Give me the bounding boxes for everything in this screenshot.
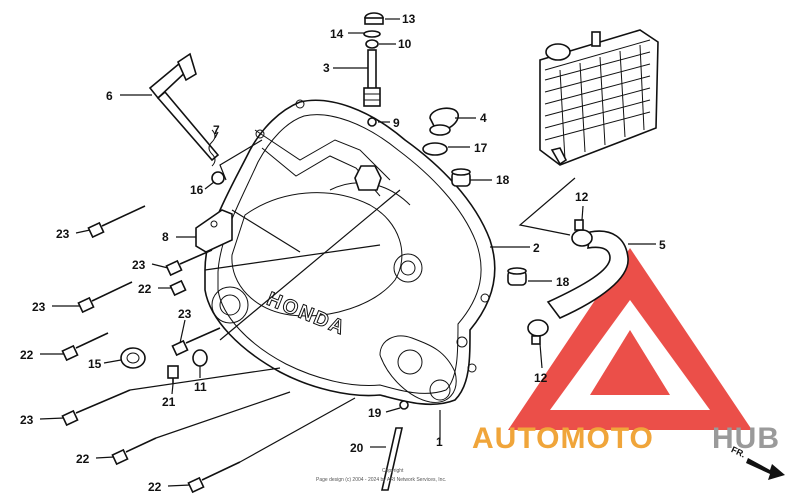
callout-23-a: 23 <box>56 227 70 241</box>
bolt-23-c-icon <box>77 281 133 314</box>
callout-12-upper: 12 <box>575 190 589 204</box>
collar-18-upper-icon <box>451 168 471 187</box>
clip-19-icon <box>399 400 409 410</box>
bolt-22-d-icon <box>187 461 241 494</box>
radiator <box>539 29 659 166</box>
clamp-12-lower-icon <box>527 319 549 345</box>
dowel-21-icon <box>167 365 179 384</box>
callout-21: 21 <box>162 395 176 409</box>
bolt-23-d-icon <box>171 327 221 357</box>
callout-7: 7 <box>213 123 220 137</box>
callout-22-d: 22 <box>148 480 162 494</box>
copyright-label: Copyright <box>382 468 404 474</box>
hose-5-icon <box>546 230 629 319</box>
callout-18-upper: 18 <box>496 173 510 187</box>
washer-14-icon <box>363 30 381 38</box>
bolt-22-a-icon <box>169 279 187 297</box>
callout-1: 1 <box>436 435 443 449</box>
callout-13: 13 <box>402 12 416 26</box>
copyright-notice: Page design (c) 2004 - 2024 by ARI Netwo… <box>316 477 446 483</box>
callout-23-e: 23 <box>20 413 34 427</box>
callout-8: 8 <box>162 230 169 244</box>
callout-23-d: 23 <box>178 307 192 321</box>
callout-23-c: 23 <box>32 300 46 314</box>
lever-6-icon <box>148 52 220 162</box>
callout-2: 2 <box>533 241 540 255</box>
callout-17: 17 <box>474 141 488 155</box>
crankcase-cover: HONDA <box>204 99 496 406</box>
callout-15: 15 <box>88 357 102 371</box>
collar-18-lower-icon <box>507 267 527 286</box>
shaft-3-icon <box>363 49 381 107</box>
bolt-22-c-icon <box>111 437 157 466</box>
leader-lines <box>39 18 656 487</box>
seal-15-icon <box>120 347 146 369</box>
bolt-23-a-icon <box>87 205 146 239</box>
watermark-text-automoto: AUTOMOTO <box>472 422 654 455</box>
cap-13-icon <box>364 12 384 25</box>
callout-18-lower: 18 <box>556 275 570 289</box>
bracket-8-icon <box>195 209 233 253</box>
callout-22-b: 22 <box>20 348 34 362</box>
callout-12-lower: 12 <box>534 371 548 385</box>
callout-3: 3 <box>323 61 330 75</box>
callout-4: 4 <box>480 111 487 125</box>
callout-10: 10 <box>398 37 412 51</box>
oring-10-icon <box>365 39 379 49</box>
bolt-23-e-icon <box>61 389 131 427</box>
callout-11: 11 <box>194 380 207 394</box>
nut-11-icon <box>192 349 208 367</box>
callout-14: 14 <box>330 27 344 41</box>
tube-20-icon <box>380 427 404 491</box>
callout-20: 20 <box>350 441 364 455</box>
callout-5: 5 <box>659 238 666 252</box>
callout-23-b: 23 <box>132 258 146 272</box>
watermark-text-hub: HUB <box>712 422 780 455</box>
oring-17-icon <box>422 142 448 156</box>
oil-filler-cap-4-icon <box>429 107 459 136</box>
callout-19: 19 <box>368 406 382 420</box>
automotohub-logo-icon <box>508 248 752 430</box>
callout-16: 16 <box>190 183 204 197</box>
callout-22-a: 22 <box>138 282 152 296</box>
clamp-12-upper-icon <box>571 219 593 247</box>
bolt-22-b-icon <box>61 332 109 362</box>
spring-7-icon <box>208 129 216 167</box>
bolt-23-b-icon <box>165 249 213 277</box>
callout-6: 6 <box>106 89 113 103</box>
callout-labels: 13 14 10 3 9 4 17 18 6 7 16 8 23 23 22 2… <box>20 12 666 494</box>
callout-22-c: 22 <box>76 452 90 466</box>
callout-9: 9 <box>393 116 400 130</box>
oring-9-icon <box>367 117 377 127</box>
washer-16-icon <box>211 171 225 185</box>
